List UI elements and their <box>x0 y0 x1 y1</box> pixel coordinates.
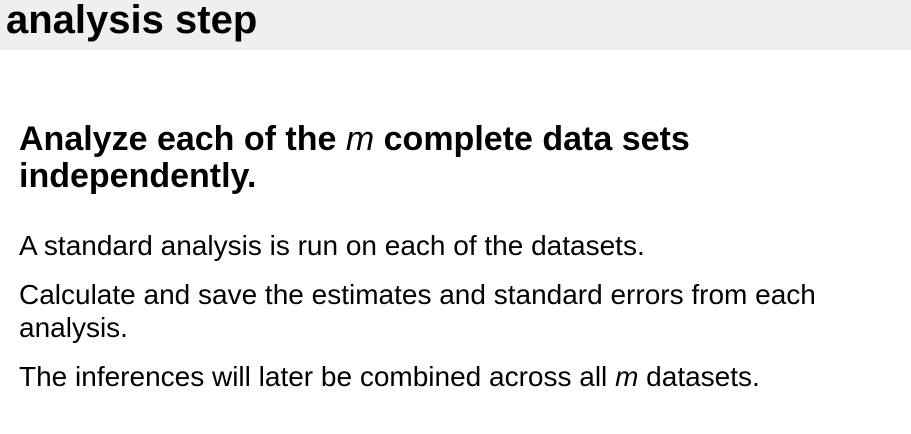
heading-text-before: Analyze each of the <box>19 120 346 158</box>
heading-text-after: complete data sets independently. <box>19 120 690 195</box>
paragraph-combine-text-after: datasets. <box>638 361 760 392</box>
paragraph-variable-m: m <box>615 361 639 392</box>
paragraph-calculate-estimates: Calculate and save the estimates and sta… <box>19 279 816 343</box>
slide-heading: Analyze each of the m complete data sets… <box>19 121 899 195</box>
slide-paragraphs: A standard analysis is run on each of th… <box>19 229 899 393</box>
slide-title: analysis step <box>6 0 258 42</box>
slide-content: Analyze each of the m complete data sets… <box>19 121 899 409</box>
paragraph-standard-analysis: A standard analysis is run on each of th… <box>19 230 645 261</box>
paragraph-combine-text-before: The inferences will later be combined ac… <box>19 361 616 392</box>
title-bar: analysis step <box>0 0 911 50</box>
paragraph-combine-inferences: The inferences will later be combined ac… <box>19 360 899 393</box>
heading-variable-m: m <box>345 120 375 158</box>
